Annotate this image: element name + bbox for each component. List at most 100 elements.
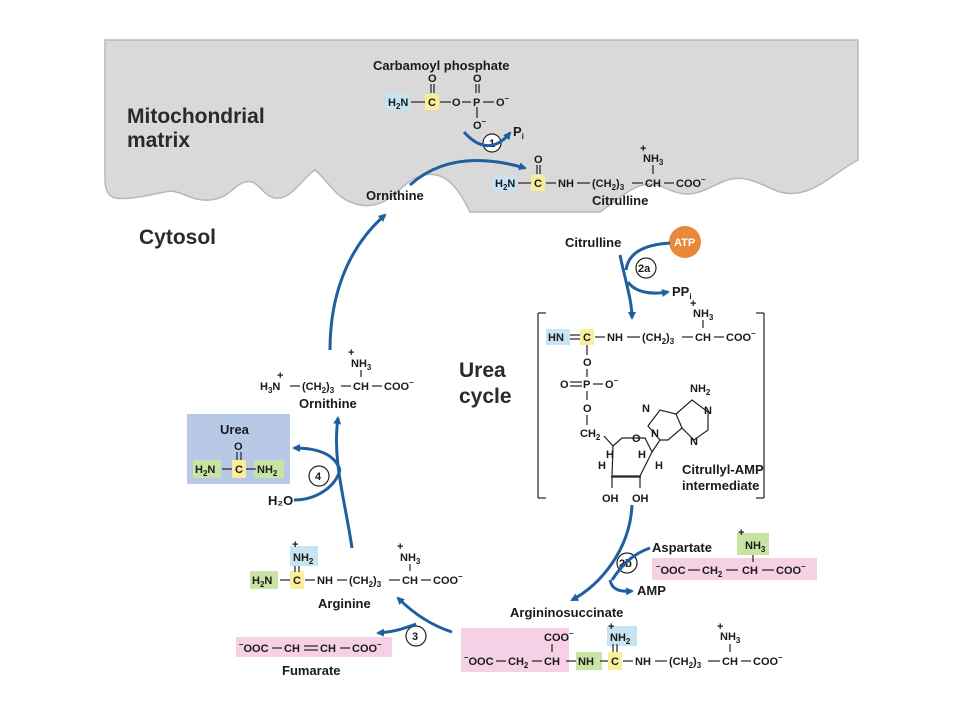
- svg-text:N: N: [642, 403, 650, 415]
- argininosuccinate-structure: –OOC CH2 CH COO– NH C NH2 + NH (CH2)3 CH…: [461, 621, 783, 672]
- svg-text:O–: O–: [605, 376, 619, 391]
- svg-text:N: N: [651, 428, 659, 440]
- citrullyl-amp-label-line2: intermediate: [682, 478, 759, 493]
- arrow-argininosuccinate-to-arginine: [396, 596, 453, 634]
- svg-text:+: +: [348, 347, 354, 359]
- svg-text:+: +: [397, 541, 403, 553]
- svg-text:O: O: [473, 73, 482, 85]
- svg-text:O: O: [583, 403, 592, 415]
- svg-text:C: C: [293, 575, 301, 587]
- arrow-urea-out: [292, 444, 342, 471]
- urea-cycle-label-line1: Urea: [459, 359, 506, 382]
- svg-text:N: N: [704, 405, 712, 417]
- citrullyl-amp-label-line1: Citrullyl-AMP: [682, 462, 764, 477]
- svg-text:N: N: [690, 436, 698, 448]
- svg-text:C: C: [583, 332, 591, 344]
- mitochondrial-membrane: [104, 39, 859, 213]
- svg-text:NH3: NH3: [720, 631, 741, 645]
- svg-text:NH3: NH3: [643, 153, 664, 167]
- h2o-label: H₂O: [268, 493, 293, 508]
- svg-text:CH2: CH2: [580, 428, 601, 442]
- svg-text:H: H: [638, 449, 646, 461]
- arrow-ornithine-to-matrix: [328, 213, 387, 351]
- urea-cycle-label: Urea cycle: [459, 359, 512, 408]
- svg-text:COO–: COO–: [433, 572, 463, 587]
- step-4-label: 4: [315, 471, 322, 483]
- svg-text:+: +: [690, 298, 696, 310]
- svg-text:C: C: [611, 656, 619, 668]
- svg-text:H2N: H2N: [252, 575, 272, 589]
- argininosuccinate-label: Argininosuccinate: [510, 605, 623, 620]
- svg-text:O: O: [560, 379, 569, 391]
- step-2a-label: 2a: [638, 263, 651, 275]
- svg-text:NH3: NH3: [351, 358, 372, 372]
- matrix-label-line1: Mitochondrial: [127, 105, 265, 128]
- svg-text:COO–: COO–: [676, 175, 706, 190]
- svg-text:CH2: CH2: [508, 656, 529, 670]
- svg-text:OH: OH: [632, 493, 649, 505]
- svg-text:NH3: NH3: [400, 552, 421, 566]
- fumarate-structure: –OOC CH CH COO–: [236, 637, 392, 657]
- svg-text:NH: NH: [317, 575, 333, 587]
- citrulline-matrix-label: Citrulline: [592, 193, 648, 208]
- svg-text:(CH2)3: (CH2)3: [592, 178, 625, 192]
- svg-text:OH: OH: [602, 493, 619, 505]
- svg-text:(CH2)3: (CH2)3: [302, 381, 335, 395]
- arrow-intermediate-to-argininosuccinate: [570, 504, 634, 602]
- arrow-arginine-to-ornithine: [333, 416, 354, 549]
- svg-text:CH: CH: [284, 643, 300, 655]
- svg-text:H2N: H2N: [388, 97, 408, 111]
- arrow-fumarate-out: [376, 622, 417, 637]
- svg-text:O: O: [534, 154, 543, 166]
- svg-text:H2N: H2N: [195, 464, 215, 478]
- svg-text:+: +: [608, 621, 614, 633]
- svg-text:CH: CH: [742, 565, 758, 577]
- svg-text:C: C: [428, 97, 436, 109]
- citrullyl-amp-label: Citrullyl-AMP intermediate: [682, 462, 767, 493]
- svg-text:NH3: NH3: [693, 308, 714, 322]
- arrow-ornithine-to-citrulline: [408, 159, 527, 187]
- svg-text:NH: NH: [558, 178, 574, 190]
- svg-text:H3N: H3N: [260, 381, 280, 395]
- pi-label-1: Pi: [513, 124, 524, 141]
- carbamoyl-phosphate-label: Carbamoyl phosphate: [373, 58, 510, 73]
- aspartate-label: Aspartate: [652, 540, 712, 555]
- arginine-structure: + NH2 H2N C NH (CH2)3 CH NH3 + COO–: [250, 539, 463, 589]
- svg-text:NH2: NH2: [690, 383, 711, 397]
- cytosol-label: Cytosol: [139, 226, 216, 249]
- svg-text:COO–: COO–: [544, 629, 574, 644]
- svg-text:NH: NH: [578, 656, 594, 668]
- svg-text:H: H: [606, 449, 614, 461]
- svg-text:COO–: COO–: [753, 653, 783, 668]
- svg-text:COO–: COO–: [384, 378, 414, 393]
- step-4-marker: [308, 465, 330, 487]
- arrow-aspartate-in: [610, 546, 651, 581]
- arrow-ppi-out: [626, 281, 670, 297]
- arrow-h2o-in: [293, 469, 342, 502]
- arginine-label: Arginine: [318, 596, 371, 611]
- svg-text:HN: HN: [548, 332, 564, 344]
- svg-text:H2N: H2N: [495, 178, 515, 192]
- svg-text:NH: NH: [635, 656, 651, 668]
- svg-text:COO–: COO–: [352, 640, 382, 655]
- svg-text:COO–: COO–: [776, 562, 806, 577]
- svg-text:+: +: [292, 539, 298, 551]
- svg-text:O: O: [428, 73, 437, 85]
- svg-text:C: C: [235, 464, 243, 476]
- svg-text:+: +: [640, 143, 646, 155]
- matrix-label-line2: matrix: [127, 129, 190, 152]
- urea-label: Urea: [220, 422, 250, 437]
- svg-text:CH: CH: [320, 643, 336, 655]
- svg-text:O: O: [632, 433, 641, 445]
- svg-text:–OOC: –OOC: [239, 640, 269, 655]
- svg-text:H: H: [655, 460, 663, 472]
- svg-text:+: +: [738, 527, 744, 539]
- svg-text:+: +: [277, 370, 283, 382]
- atp-label: ATP: [674, 237, 695, 249]
- arrow-amp-out: [608, 579, 634, 596]
- urea-cycle-label-line2: cycle: [459, 385, 512, 408]
- citrulline-cytosol-label: Citrulline: [565, 235, 621, 250]
- ornithine-matrix-label: Ornithine: [366, 188, 424, 203]
- ornithine-cytosol-label: Ornithine: [299, 396, 357, 411]
